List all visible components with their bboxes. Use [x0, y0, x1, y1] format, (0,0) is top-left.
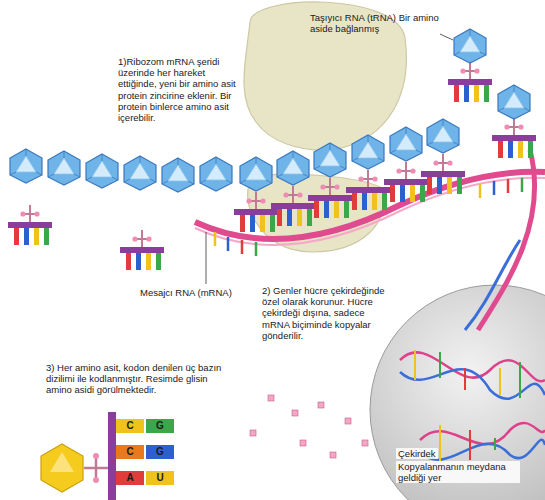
annotation-text: 2) Genler hücre çekirdeğinde özel olarak… — [262, 285, 387, 341]
annotation-text: Kopyalanmanın meydana geldiği yer — [396, 461, 520, 483]
base-letter: G — [146, 419, 174, 433]
annotation-text: 1)Ribozom mRNA şeridi üzerinde her harek… — [118, 56, 246, 123]
base-letter: G — [146, 445, 174, 459]
annotation-text: Taşıyıcı RNA (tRNA) Bir amino aside bağl… — [310, 12, 450, 34]
base-letter: C — [116, 419, 144, 433]
annotation-text: Mesajcı RNA (mRNA) — [140, 287, 260, 298]
annotation-text: Çekirdek — [396, 448, 438, 459]
base-letter: U — [146, 471, 174, 485]
base-letter: A — [116, 471, 144, 485]
base-letter: C — [116, 445, 144, 459]
annotation-text: 3) Her amino asit, kodon denilen üç bazı… — [46, 362, 226, 396]
